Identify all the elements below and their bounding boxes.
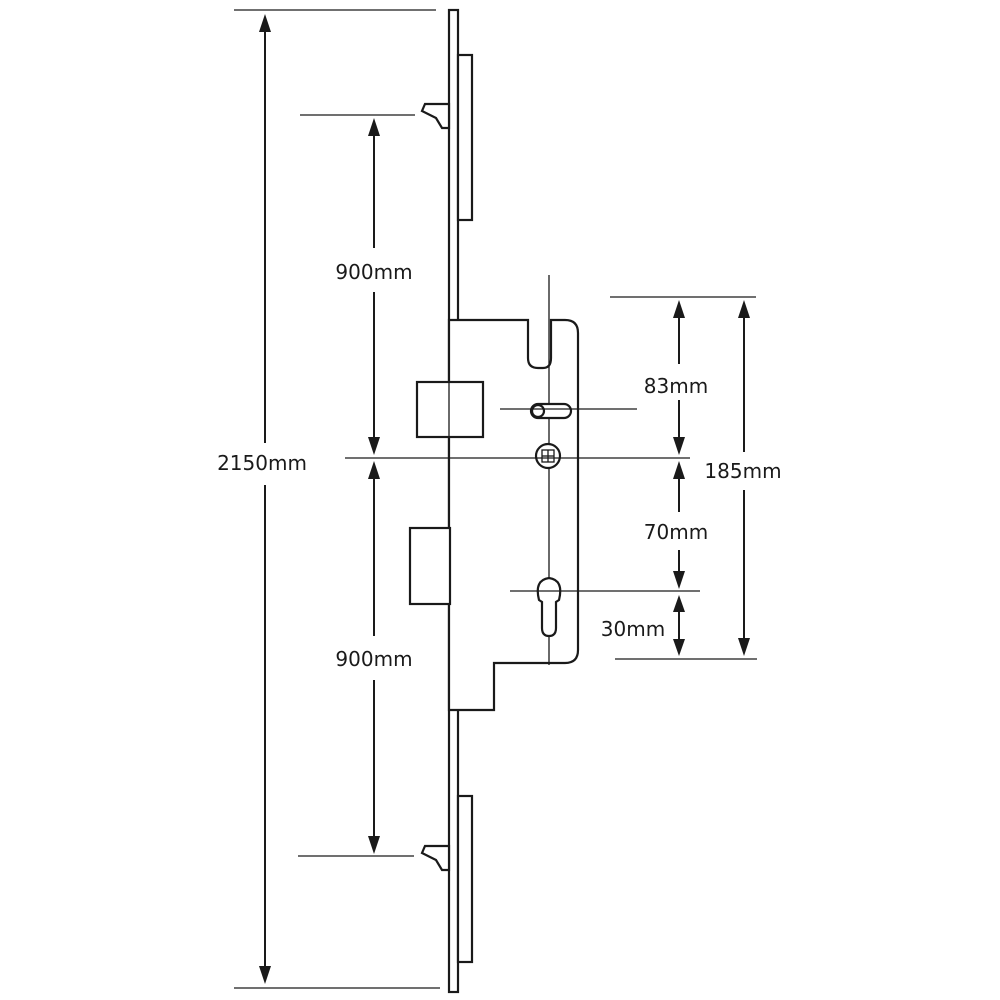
gearbox-body xyxy=(447,318,580,712)
dimension-overall: 2150mm xyxy=(217,14,307,984)
cylinder-keyhole-icon xyxy=(536,576,562,638)
deadbolt-icon xyxy=(408,526,452,606)
upper-keep-plate xyxy=(456,53,474,222)
spindle-icon xyxy=(534,442,562,470)
lower-keep-plate xyxy=(456,794,474,964)
overall-height-label: 2150mm xyxy=(217,451,307,475)
dimension-gearbox-height: 185mm xyxy=(704,300,782,656)
follower-slot-icon xyxy=(529,402,573,420)
gearbox-height-label: 185mm xyxy=(704,459,781,483)
cylinder-to-bottom-label: 30mm xyxy=(601,617,665,641)
upper-hook-bolt-icon xyxy=(420,102,451,130)
handle-to-cylinder-label: 70mm xyxy=(644,520,708,544)
upper-hook-spacing-label: 900mm xyxy=(335,260,412,284)
dimension-handle-to-top: 83mm xyxy=(644,300,708,455)
latch-icon xyxy=(415,380,485,439)
dimension-cylinder-to-bottom: 30mm xyxy=(601,595,685,656)
lower-hook-bolt-icon xyxy=(420,844,451,872)
dimension-upper-hook: 900mm xyxy=(335,118,413,455)
lower-hook-spacing-label: 900mm xyxy=(335,647,412,671)
dimension-handle-to-cylinder: 70mm xyxy=(644,461,708,589)
handle-to-top-label: 83mm xyxy=(644,374,708,398)
dimension-lower-hook: 900mm xyxy=(335,461,413,854)
